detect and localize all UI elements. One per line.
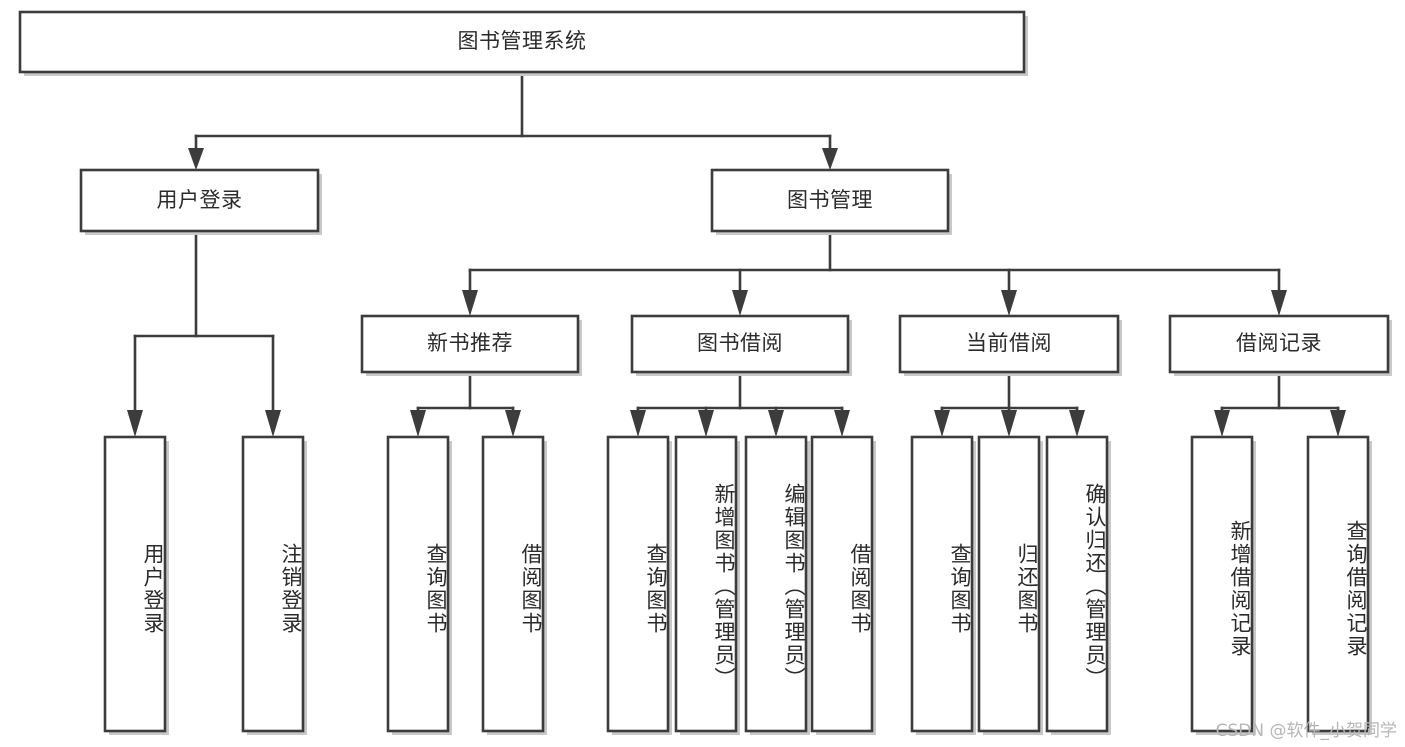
arrowhead-new-book-recommend: [462, 290, 478, 316]
node-box-book-borrow[interactable]: [630, 314, 850, 374]
node-label-leaf-logout: 注销登录: [279, 543, 303, 635]
arrowhead-user-login: [188, 148, 204, 170]
node-box-leaf-query-book-1[interactable]: [386, 435, 450, 733]
node-box-layer: [18, 10, 1392, 735]
node-box-book-management[interactable]: [710, 168, 950, 233]
node-box-leaf-query-record[interactable]: [1306, 435, 1370, 733]
node-label-root: 图书管理系统: [457, 29, 587, 54]
node-label-leaf-add-book: 新增图书（管理员）: [712, 482, 736, 690]
arrowhead-leaf-borrow-book-2: [834, 410, 850, 437]
node-label-leaf-confirm-return: 确认归还（管理员）: [1083, 482, 1107, 690]
arrowhead-leaf-query-record: [1330, 410, 1346, 437]
node-label-borrow-record: 借阅记录: [1236, 331, 1322, 356]
connector-layer: [127, 72, 1346, 437]
node-label-book-borrow: 图书借阅: [697, 331, 783, 356]
node-box-leaf-query-book-2[interactable]: [606, 435, 670, 733]
node-label-leaf-borrow-book-2: 借阅图书: [848, 543, 872, 635]
node-label-leaf-query-book-2: 查询图书: [644, 543, 668, 635]
node-box-leaf-add-record[interactable]: [1190, 435, 1254, 733]
node-box-borrow-record[interactable]: [1168, 314, 1390, 374]
arrowhead-leaf-query-book-3: [934, 410, 950, 437]
node-box-leaf-query-book-3[interactable]: [910, 435, 974, 733]
node-label-current-borrow: 当前借阅: [966, 331, 1052, 356]
arrowhead-leaf-add-record: [1214, 410, 1230, 437]
node-box-leaf-user-login[interactable]: [103, 435, 167, 733]
node-box-leaf-borrow-book-1[interactable]: [481, 435, 545, 733]
arrowhead-leaf-user-login: [127, 410, 143, 437]
arrowhead-leaf-add-book: [698, 410, 714, 437]
node-box-root[interactable]: [18, 10, 1026, 74]
node-label-leaf-query-record: 查询借阅记录: [1344, 520, 1368, 658]
node-label-leaf-query-book-1: 查询图书: [424, 543, 448, 635]
arrowhead-leaf-edit-book: [768, 410, 784, 437]
arrowhead-book-management: [822, 148, 838, 170]
node-label-new-book-recommend: 新书推荐: [427, 331, 513, 356]
node-box-leaf-add-book[interactable]: [674, 435, 738, 733]
arrowhead-leaf-logout: [265, 410, 281, 437]
node-box-leaf-confirm-return[interactable]: [1045, 435, 1109, 733]
node-box-leaf-borrow-book-2[interactable]: [810, 435, 874, 733]
node-box-new-book-recommend[interactable]: [360, 314, 580, 374]
node-label-leaf-borrow-book-1: 借阅图书: [519, 543, 543, 635]
node-label-leaf-edit-book: 编辑图书（管理员）: [782, 482, 806, 690]
arrowhead-book-borrow: [732, 290, 748, 316]
arrowhead-leaf-query-book-2: [630, 410, 646, 437]
node-label-user-login: 用户登录: [156, 187, 243, 212]
node-label-leaf-user-login: 用户登录: [141, 543, 165, 635]
node-label-leaf-add-record: 新增借阅记录: [1228, 520, 1252, 658]
node-box-leaf-edit-book[interactable]: [744, 435, 808, 733]
arrowhead-borrow-record: [1271, 290, 1287, 316]
node-box-user-login[interactable]: [79, 168, 320, 233]
node-box-leaf-logout[interactable]: [241, 435, 305, 733]
arrowhead-leaf-query-book-1: [410, 410, 426, 437]
watermark-text: CSDN @软件_小贺同学: [1215, 721, 1397, 741]
node-label-leaf-return-book: 归还图书: [1015, 543, 1039, 635]
node-box-leaf-return-book[interactable]: [977, 435, 1041, 733]
node-label-leaf-query-book-3: 查询图书: [948, 543, 972, 635]
arrowhead-leaf-confirm-return: [1069, 410, 1085, 437]
node-label-book-management: 图书管理: [787, 187, 873, 212]
arrowhead-leaf-return-book: [1001, 410, 1017, 437]
arrowhead-leaf-borrow-book-1: [505, 410, 521, 437]
node-box-current-borrow[interactable]: [898, 314, 1120, 374]
arrowhead-current-borrow: [1001, 290, 1017, 316]
